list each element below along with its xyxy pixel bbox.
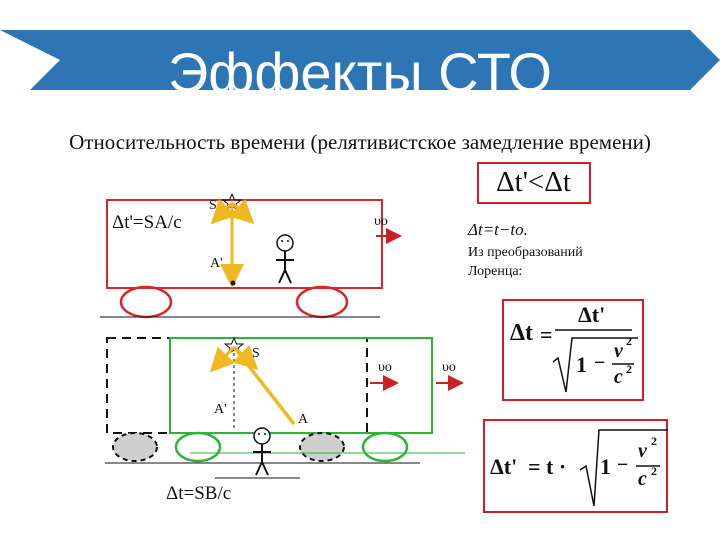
delta-t-definition: Δt=t−to.: [468, 220, 528, 239]
f1-minus: −: [594, 352, 606, 374]
label-v-mid: υo: [378, 360, 392, 375]
f1-c: c: [614, 366, 623, 388]
f1-numerator: Δt': [578, 302, 606, 327]
page-subtitle: Относительность времени (релятивистское …: [69, 130, 651, 154]
ray-left-bottom: [209, 345, 236, 373]
ray-left-top: [210, 198, 237, 225]
label-s-mid: S: [252, 346, 260, 361]
formula-box-1: [502, 299, 644, 401]
wheel-bottom-left: [174, 431, 222, 463]
f1-lhs: Δt: [510, 320, 534, 346]
label-v-right: υo: [442, 360, 456, 375]
lorentz-note: Из преобразований Лоренца:: [468, 245, 583, 279]
label-a-mid: A: [298, 412, 309, 427]
inequality-text: Δt'<Δt: [496, 166, 571, 198]
observer-figure-bottom: [253, 427, 271, 476]
ray-right-top: [228, 198, 255, 225]
f2-c: c: [638, 468, 647, 490]
label-s-top: S: [209, 198, 217, 213]
wheel-bottom-right: [361, 431, 409, 463]
inequality-box: [477, 162, 591, 204]
f2-lhs: Δt': [490, 454, 518, 479]
label-v-top: υo: [374, 214, 388, 229]
wheel-top-left: [119, 285, 173, 319]
f2-c-exp: 2: [651, 464, 657, 478]
title-banner: [0, 30, 720, 90]
f2-minus: −: [617, 454, 629, 476]
wheel-ghost-right: [299, 432, 345, 462]
f2-eq: = t ·: [528, 454, 567, 479]
label-a-prime-top: A': [210, 256, 223, 271]
label-a-prime-mid: A': [214, 402, 227, 417]
f2-v-exp: 2: [651, 434, 657, 448]
formula-box-2: [483, 419, 668, 513]
f1-v-exp: 2: [626, 334, 632, 348]
f2-v: v: [638, 440, 647, 462]
f1-one: 1: [576, 352, 587, 377]
f2-one: 1: [600, 454, 611, 479]
page-title: Эффекты СТО: [168, 41, 552, 104]
ray-right-bottom: [232, 344, 259, 371]
car-bottom: [169, 337, 433, 434]
formula-top: Δt'=SA/c: [112, 212, 182, 233]
formula-bottom: Δt=SB/c: [166, 483, 232, 504]
wheel-ghost-left: [112, 432, 158, 462]
f1-c-exp: 2: [626, 362, 632, 376]
wheel-top-right: [295, 285, 349, 319]
observer-figure-top: [276, 234, 294, 284]
ray-diagonal: [232, 345, 296, 426]
f1-v: v: [614, 340, 623, 362]
